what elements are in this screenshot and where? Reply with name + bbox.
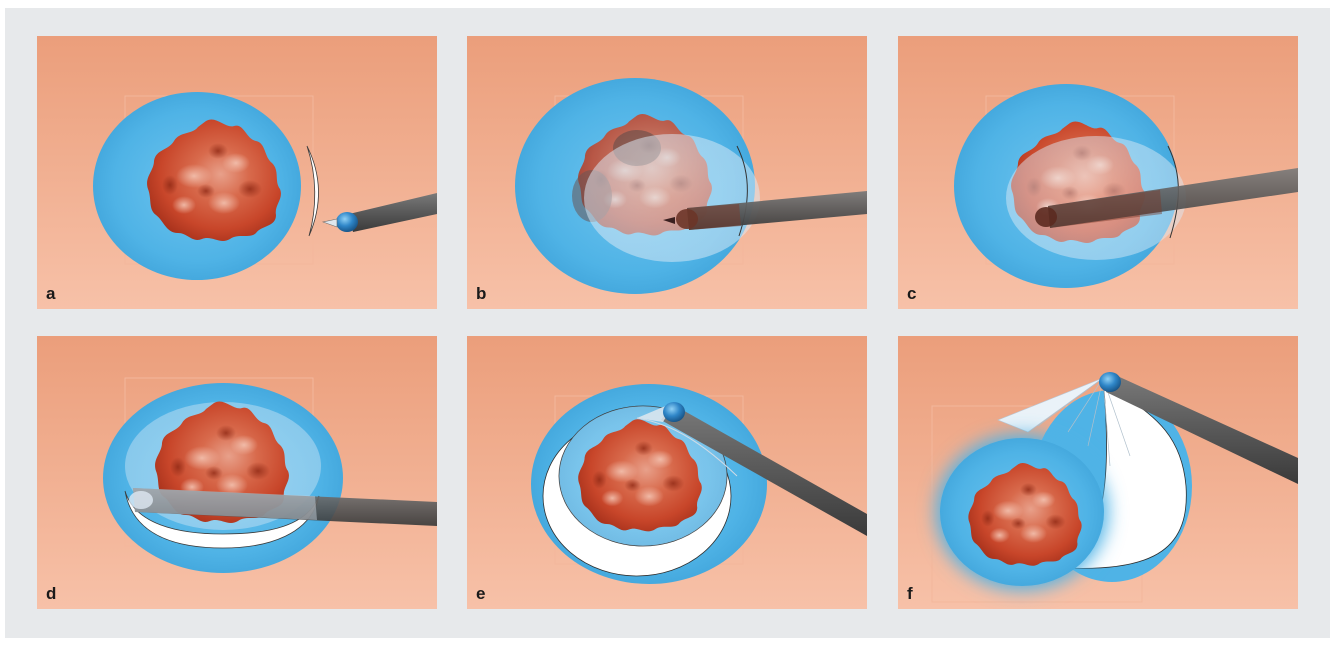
- panel-f-illustration: [898, 336, 1298, 609]
- panel-d: d: [37, 336, 437, 609]
- panel-f: f: [898, 336, 1298, 609]
- panel-label: c: [907, 285, 916, 302]
- panel-e: e: [467, 336, 867, 609]
- panel-label: f: [907, 585, 913, 602]
- panel-label: a: [46, 285, 55, 302]
- panel-c-illustration: [898, 36, 1298, 309]
- figure-frame: a b: [5, 8, 1330, 638]
- panel-label: b: [476, 285, 486, 302]
- panel-c: c: [898, 36, 1298, 309]
- panel-b-illustration: [467, 36, 867, 309]
- panel-a-illustration: [37, 36, 437, 309]
- panel-label: e: [476, 585, 485, 602]
- panel-label: d: [46, 585, 56, 602]
- panel-b: b: [467, 36, 867, 309]
- panel-d-illustration: [37, 336, 437, 609]
- panel-a: a: [37, 36, 437, 309]
- panel-e-illustration: [467, 336, 867, 609]
